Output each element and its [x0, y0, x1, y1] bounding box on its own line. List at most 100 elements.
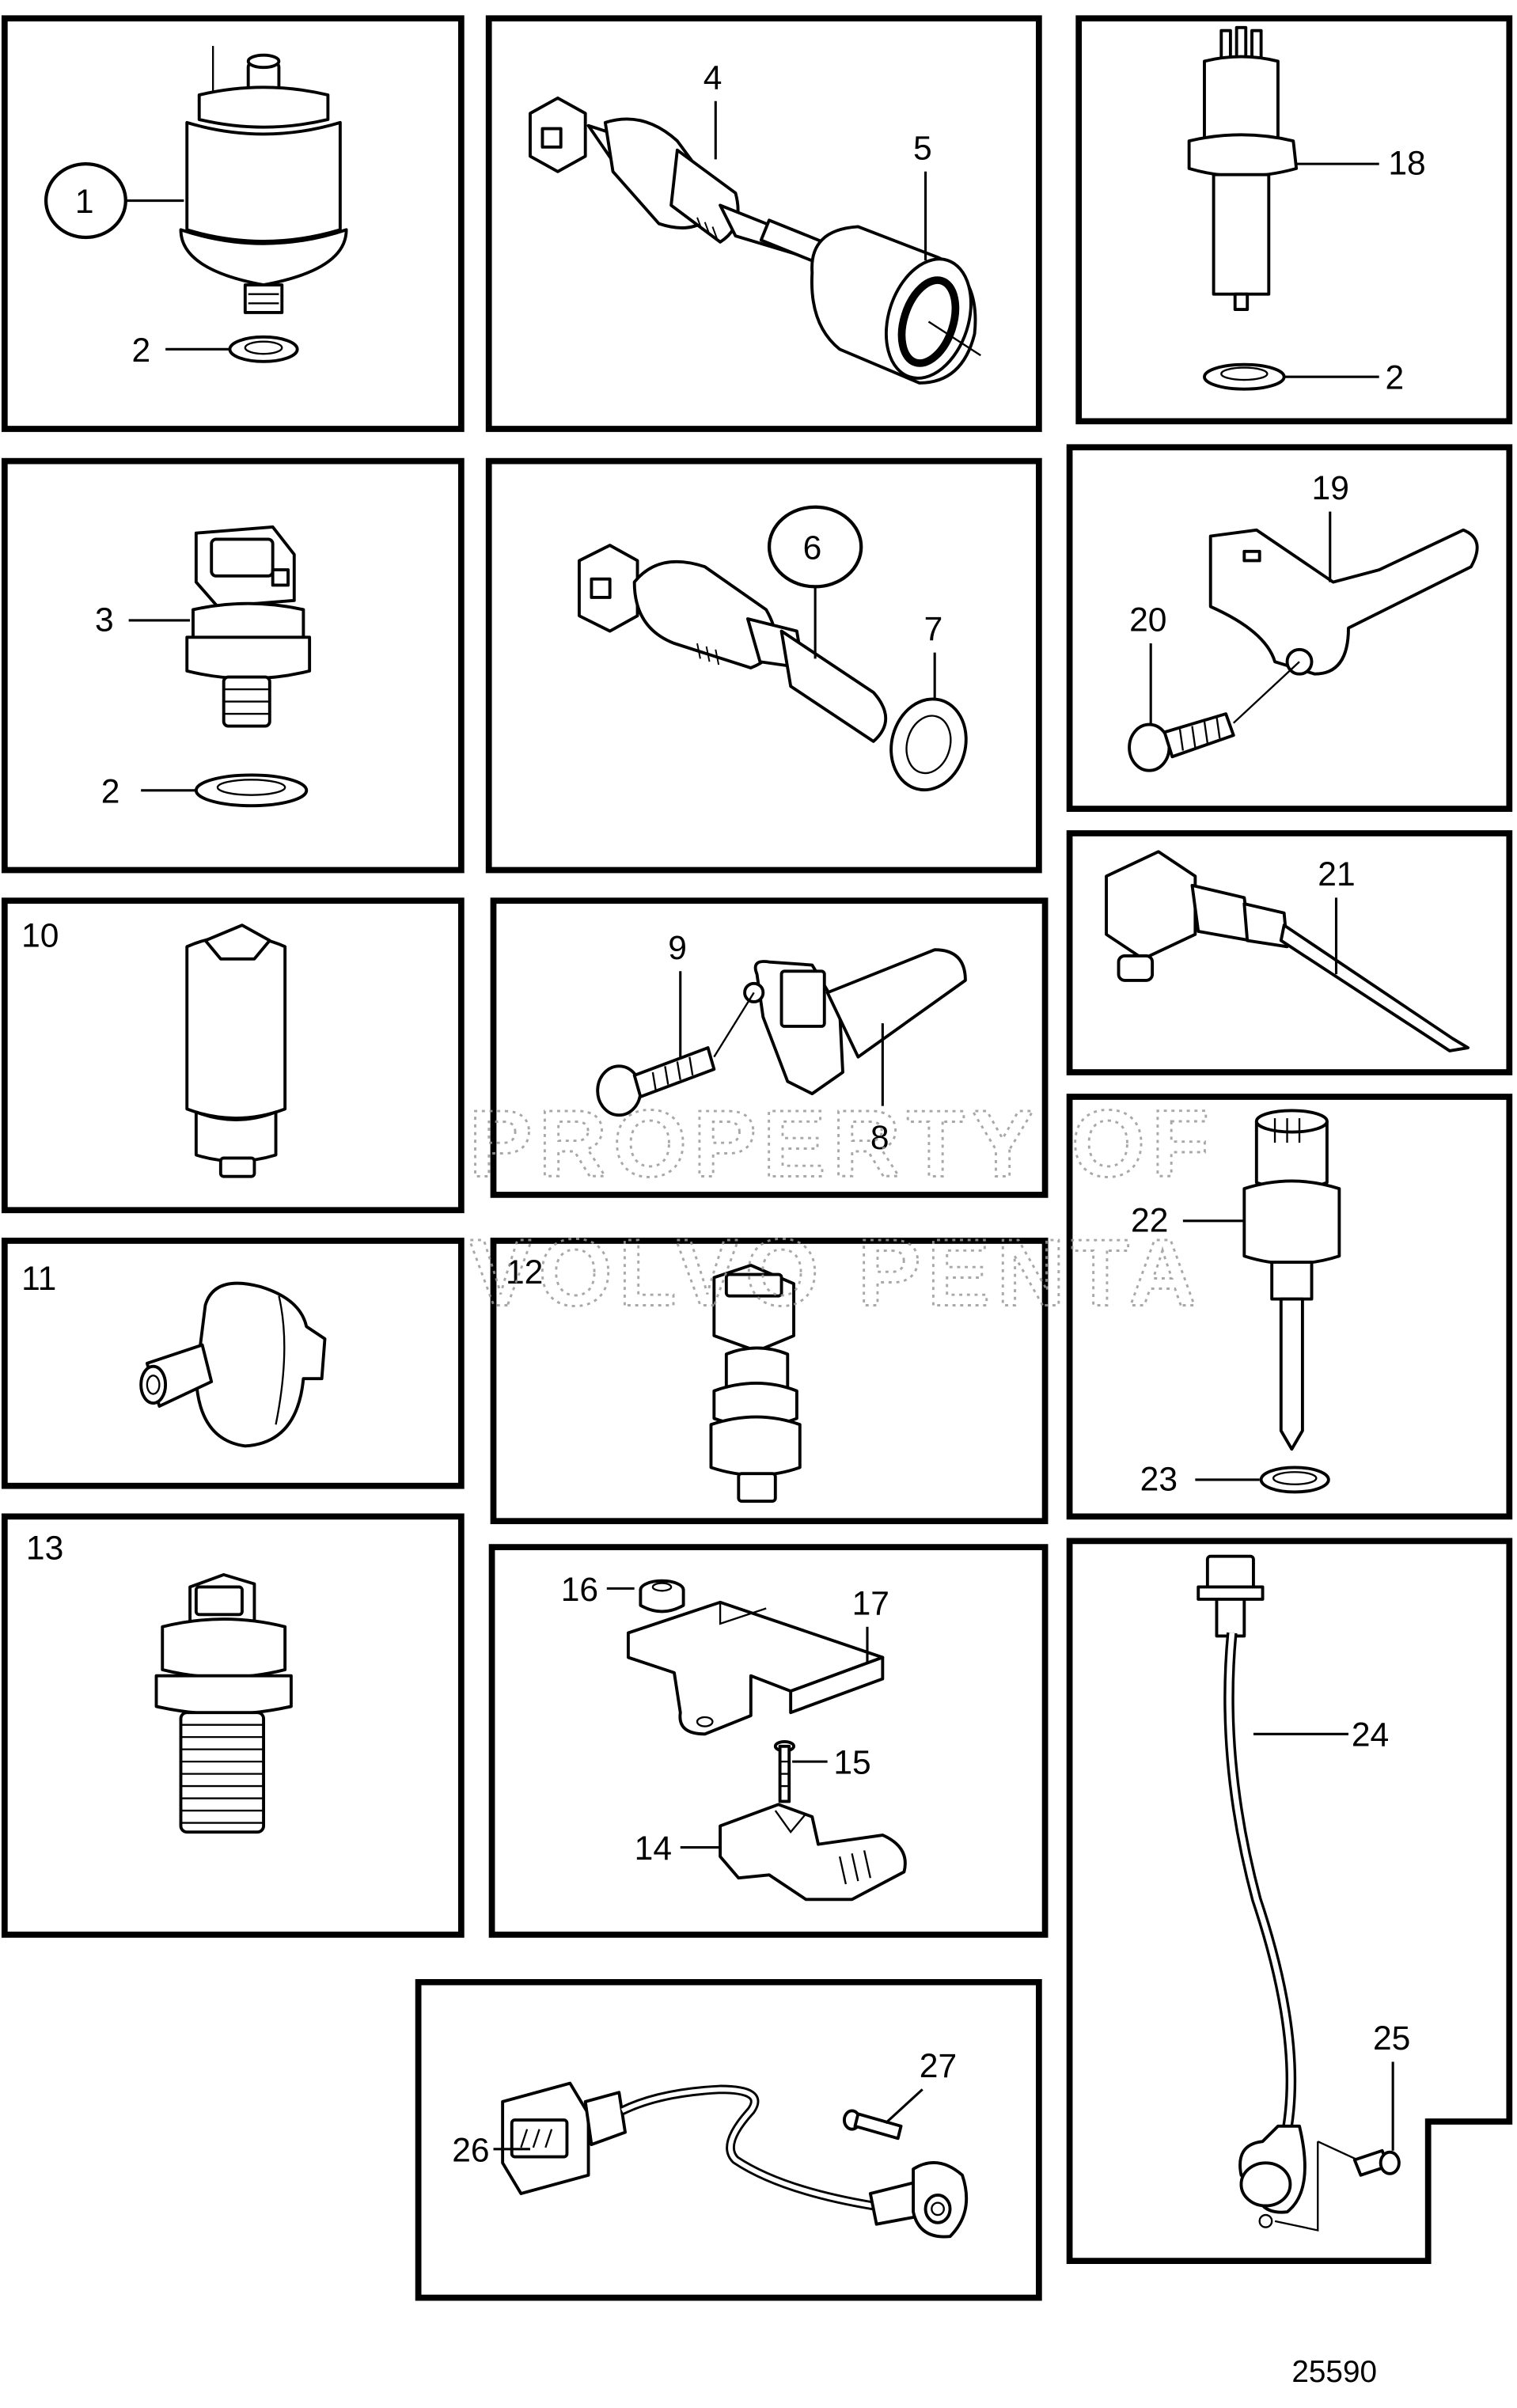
callout-label: 22	[1131, 1201, 1168, 1239]
callout-21: 21	[1318, 855, 1356, 975]
callout-1: 1	[44, 161, 184, 240]
screw-part[interactable]	[1352, 2148, 1401, 2177]
callout-2-right: 2	[1284, 359, 1404, 397]
rubber-grommet-part[interactable]	[639, 1579, 685, 1614]
position-sensor-part[interactable]	[743, 948, 967, 1096]
panel-label-13: 13	[26, 1530, 63, 1568]
sealing-washer-part[interactable]	[228, 335, 299, 363]
pressure-switch-part[interactable]	[185, 525, 312, 728]
panel-g: 21	[1066, 830, 1513, 1075]
sealing-ring-part[interactable]	[1259, 1466, 1330, 1494]
bracket-part[interactable]	[626, 1600, 885, 1736]
drawing-number: 25590	[1291, 2355, 1377, 2389]
panel-label-12: 12	[506, 1253, 543, 1291]
flange-screw-part[interactable]	[596, 992, 755, 1117]
panel-f: 19 20	[1066, 444, 1513, 812]
callout-label: 3	[95, 601, 114, 639]
callout-label: 16	[561, 1571, 598, 1609]
callout-27: 27	[885, 2047, 957, 2125]
temperature-sensor-long-part[interactable]	[578, 544, 887, 743]
callout-label: 6	[803, 529, 822, 567]
panel-l: 12	[490, 1238, 1049, 1525]
callout-label: 17	[852, 1584, 889, 1622]
callout-25: 25	[1373, 2019, 1410, 2151]
sealing-ring-part[interactable]	[882, 691, 977, 798]
callout-label: 20	[1129, 601, 1166, 639]
panel-a: 1 2	[1, 15, 465, 432]
callout-label: 15	[833, 1744, 870, 1782]
panel-d: 3 2	[1, 457, 465, 874]
callout-5: 5	[913, 129, 932, 261]
panel-j: 22 23	[1066, 1094, 1513, 1520]
panel-frame	[485, 457, 1042, 874]
callout-24: 24	[1253, 1716, 1389, 1754]
callout-26: 26	[452, 2131, 530, 2169]
callout-label: 4	[704, 59, 722, 97]
sealing-washer-part[interactable]	[1203, 362, 1286, 391]
callout-label: 8	[870, 1119, 889, 1157]
panel-frame	[490, 897, 1049, 1198]
callout-label: 25	[1373, 2019, 1410, 2057]
sensor-threaded-part[interactable]	[154, 1573, 293, 1834]
panel-label-11: 11	[21, 1260, 56, 1298]
screw-part[interactable]	[773, 1740, 795, 1803]
callout-19: 19	[1312, 469, 1349, 582]
callout-20: 20	[1129, 601, 1166, 726]
callout-label: 14	[635, 1830, 672, 1868]
temperature-sensor-round-connector-part[interactable]	[1242, 1109, 1341, 1451]
callout-label: 26	[452, 2131, 489, 2169]
callout-label: 19	[1312, 469, 1349, 507]
callout-label: 5	[913, 129, 932, 167]
boost-pressure-sensor-part[interactable]	[719, 1803, 907, 1902]
callout-label: 9	[668, 929, 687, 967]
callout-22: 22	[1131, 1201, 1245, 1239]
panel-i: 8 9	[490, 897, 1049, 1198]
protective-cap-part[interactable]	[810, 225, 985, 389]
callout-2-lower: 2	[101, 772, 196, 810]
sensor-3-pin-part[interactable]	[1187, 25, 1299, 311]
sealing-washer-part[interactable]	[194, 773, 309, 808]
callout-label: 1	[75, 183, 94, 221]
callout-23: 23	[1140, 1460, 1260, 1498]
switch-part[interactable]	[185, 923, 287, 1178]
watermark-line-1: PROPERTY OF	[469, 1091, 1215, 1197]
vacuum-sensor-part[interactable]	[139, 1281, 327, 1448]
callout-3: 3	[95, 601, 191, 639]
panel-frame	[1066, 1538, 1513, 2265]
panel-p: 26 27	[415, 1978, 1042, 2301]
callout-7: 7	[924, 610, 943, 699]
callout-label: 2	[101, 772, 120, 810]
callout-2: 2	[132, 332, 230, 370]
panel-o: 24 25	[1066, 1538, 1513, 2265]
flange-screw-part[interactable]	[1128, 661, 1300, 772]
panel-label-10: 10	[21, 916, 59, 954]
callout-16: 16	[561, 1571, 635, 1609]
panel-k: 11	[1, 1238, 465, 1489]
probe-sensor-part[interactable]	[1105, 850, 1470, 1052]
callout-label: 21	[1318, 855, 1355, 893]
callout-label: 2	[1385, 359, 1404, 397]
panel-h: 10	[1, 897, 465, 1214]
callout-18: 18	[1296, 145, 1426, 183]
callout-label: 7	[924, 610, 943, 648]
pressure-sensor-part[interactable]	[179, 46, 348, 314]
callout-label: 24	[1352, 1716, 1389, 1754]
callout-6: 6	[767, 505, 863, 659]
callout-14: 14	[635, 1830, 721, 1868]
panel-frame	[1075, 15, 1513, 425]
panel-c: 18 2	[1075, 15, 1513, 425]
callout-label: 2	[132, 332, 151, 370]
sensor-with-cable-part[interactable]	[501, 2081, 969, 2239]
temperature-sensor-part[interactable]	[529, 96, 822, 263]
sensor-with-cable-part[interactable]	[1197, 1554, 1359, 2232]
panel-m: 13	[1, 1513, 465, 1938]
pressure-sensor-connector-part[interactable]	[709, 1263, 802, 1503]
watermark: PROPERTY OF VOLVO PENTA	[468, 1090, 1215, 1326]
watermark-line-2: VOLVO PENTA	[469, 1219, 1204, 1325]
panel-e: 6 7	[485, 457, 1042, 874]
callout-9: 9	[668, 929, 687, 1057]
callout-4: 4	[704, 59, 722, 160]
callout-8: 8	[870, 1023, 889, 1157]
panel-n: 16 17 15 14	[488, 1544, 1049, 1938]
